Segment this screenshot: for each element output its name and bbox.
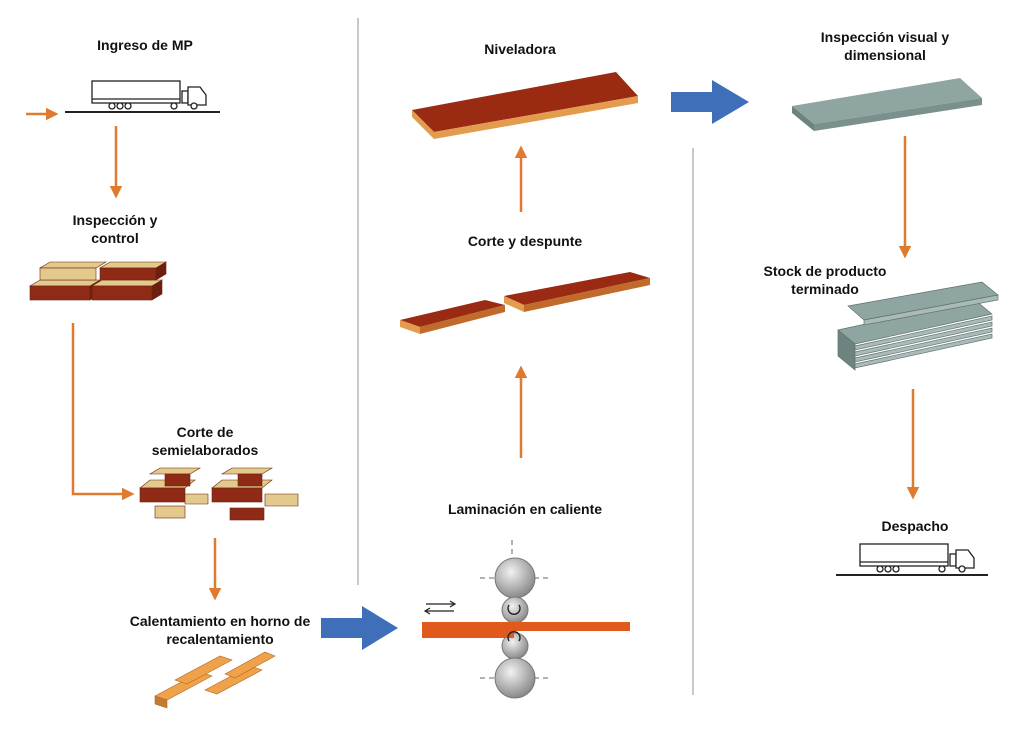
cut-plates-icon — [400, 272, 650, 334]
finished-plate-icon — [792, 78, 982, 131]
step-label-inspeccion-visual: Inspección visual y dimensional — [820, 29, 950, 63]
cut-billets-icon — [139, 467, 299, 521]
step-label-stock: Stock de producto terminado — [763, 263, 887, 297]
step-label-corte-semielaborados: Corte de semielaborados — [151, 424, 259, 458]
backup-roll-bottom — [494, 657, 536, 699]
transfer-arrow-to-laminacion — [321, 606, 398, 650]
rolling-mill-icon — [422, 540, 630, 700]
transfer-arrow-to-inspeccion-visual — [671, 80, 749, 124]
stock-plates-icon — [837, 281, 999, 371]
step-label-despacho: Despacho — [881, 518, 949, 534]
hot-slab — [422, 622, 630, 631]
flow-arrow-to-corte — [71, 323, 135, 501]
billet-stack-icon — [28, 261, 168, 301]
backup-roll-top — [494, 557, 536, 599]
truck-icon-despacho — [836, 543, 988, 576]
step-label-corte-despunte: Corte y despunte — [467, 233, 583, 249]
leveled-plate-icon — [412, 72, 638, 139]
step-label-calentamiento: Calentamiento en horno de recalentamient… — [129, 613, 311, 647]
step-label-ingreso: Ingreso de MP — [97, 37, 193, 53]
flow-arrows — [26, 107, 920, 601]
truck-icon-ingreso — [65, 80, 220, 113]
heated-billets-icon — [154, 651, 276, 709]
work-roll-top — [501, 596, 529, 624]
step-label-inspeccion: Inspección y control — [72, 212, 158, 246]
step-label-niveladora: Niveladora — [484, 41, 556, 57]
step-label-laminacion: Laminación en caliente — [447, 501, 603, 517]
